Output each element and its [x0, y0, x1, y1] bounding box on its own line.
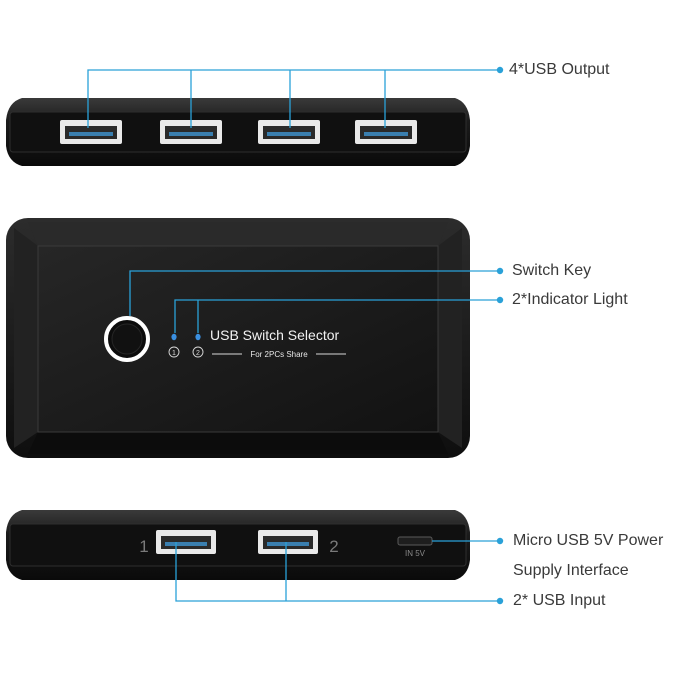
device-subtitle: For 2PCs Share	[250, 350, 308, 359]
indicator-light-label: 2*Indicator Light	[512, 291, 628, 308]
usb-output-port-4	[355, 120, 417, 144]
power-callout-dot	[496, 537, 504, 545]
usb-output-port-1	[60, 120, 122, 144]
input-port-2-label: 2	[329, 537, 338, 556]
usb-output-callout-dot	[496, 66, 504, 74]
power-supply-label-line1: Micro USB 5V Power	[513, 532, 664, 549]
hub-front-view	[6, 98, 470, 166]
hub-top-view: 1 2 USB Switch Selector For 2PCs Share	[6, 218, 470, 458]
micro-usb-power-port: IN 5V	[397, 536, 433, 558]
switch-key-label: Switch Key	[512, 262, 592, 279]
switch-callout-lines	[129, 270, 500, 333]
indicator-led-2: 2	[192, 333, 204, 358]
usb-output-port-3	[258, 120, 320, 144]
usb-input-callout-dot	[496, 597, 504, 605]
led-2-number: 2	[196, 350, 200, 357]
input-port-1-label: 1	[139, 537, 148, 556]
input-callout-lines	[175, 540, 500, 602]
usb-output-label: 4*USB Output	[509, 61, 610, 78]
device-title: USB Switch Selector	[210, 327, 339, 343]
power-port-label: IN 5V	[405, 549, 426, 558]
indicator-led-1: 1	[168, 333, 180, 358]
indicator-callout-dot	[496, 296, 504, 304]
usb-input-label: 2* USB Input	[513, 592, 606, 609]
switch-key-button	[104, 316, 150, 362]
usb-output-callout-lines	[87, 69, 500, 128]
led-1-number: 1	[172, 350, 176, 357]
power-supply-label-line2: Supply Interface	[513, 562, 629, 579]
switch-key-callout-dot	[496, 267, 504, 275]
usb-input-port-1	[156, 530, 216, 554]
usb-output-port-2	[160, 120, 222, 144]
usb-input-port-2	[258, 530, 318, 554]
hub-back-view: 1 2 IN 5V	[6, 510, 470, 580]
